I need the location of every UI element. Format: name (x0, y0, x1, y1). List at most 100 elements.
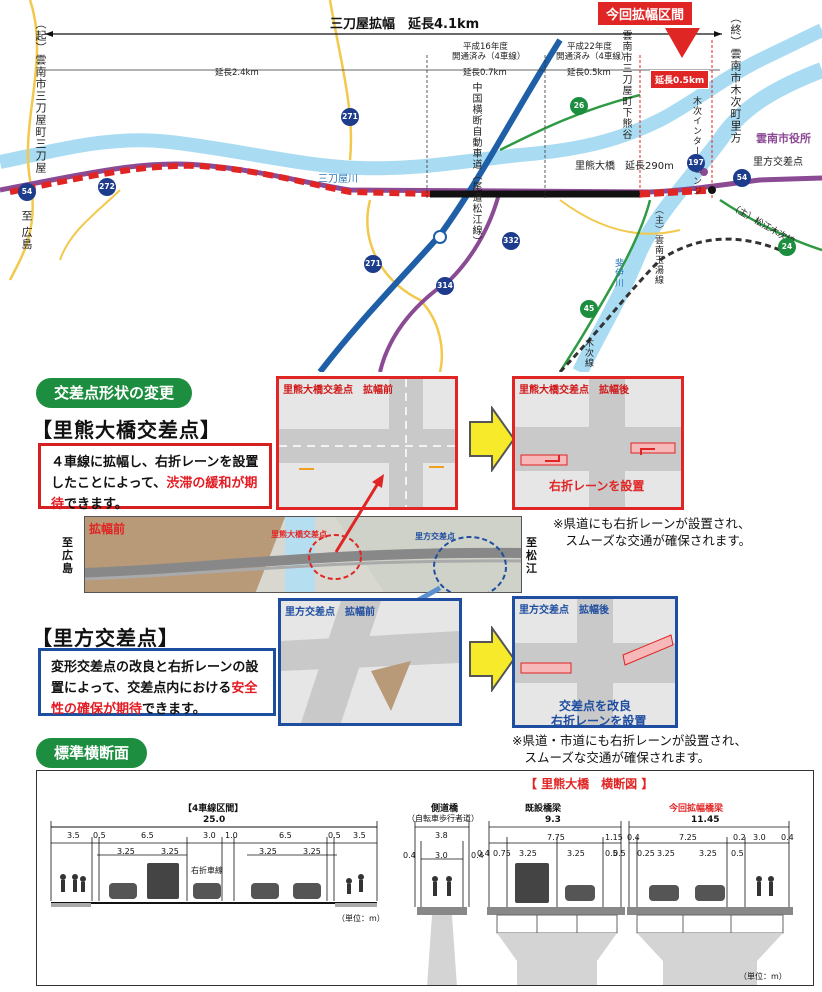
satokata-after-panel: 里方交差点 拡幅後 交差点を改良 右折レーンを設置 (512, 596, 678, 728)
four-lane-total: 25.0 (203, 815, 226, 825)
badge-arrow (665, 28, 700, 58)
side-bridge-sub: （自転車歩行者道） (407, 814, 479, 823)
four-lane-1: 3.25 (117, 847, 135, 856)
four-lane-title: 【4車線区間】 (183, 804, 244, 814)
satokata-arrow (469, 626, 516, 692)
city-hall-dot (700, 168, 708, 176)
new-dim-5: 0.4 (781, 833, 794, 842)
segment-3-status: 開通済み（4車線） (556, 52, 630, 62)
aerial-left-char-2: 広 (62, 549, 73, 562)
route-314: 314 (436, 277, 454, 295)
hii-river-label: 斐伊川 (613, 258, 623, 288)
current-section-badge: 今回拡幅区間 (598, 2, 693, 25)
kisuki-line-label: 木次線 (583, 338, 593, 368)
aerial-label: 拡幅前 (89, 522, 126, 536)
four-dim-3: 6.5 (141, 831, 154, 840)
route-271-north: 271 (341, 108, 359, 126)
unit-left: （単位：m） (337, 914, 385, 923)
existing-total: 9.3 (545, 815, 561, 825)
new-lane-2: 3.25 (699, 849, 717, 858)
start-point-label: （起）雲南市三刀屋町三刀屋 (34, 18, 47, 174)
satokuma-desc-text-2: できます。 (64, 497, 128, 512)
four-lane-4: 3.25 (303, 847, 321, 856)
existing-title: 既設橋梁 (525, 804, 562, 814)
four-dim-4: 3.0 (203, 831, 216, 840)
road-yellow-3 (366, 199, 444, 372)
to-hiroshima-label: 至 広島 (20, 210, 33, 251)
new-bridge-total: 11.45 (691, 815, 720, 825)
road-green-45 (558, 199, 652, 372)
road-yellow-2 (328, 0, 353, 161)
satokata-desc-highlight: 安全性の確保が期待 (51, 681, 258, 717)
four-dim-5: 1.0 (225, 831, 238, 840)
aerial-label-right: 至 松 江 (526, 536, 537, 575)
cross-section-drawing (50, 821, 793, 985)
side-total: 3.8 (435, 831, 448, 840)
satokata-after-drawing (515, 599, 675, 725)
road-green-26 (499, 93, 641, 152)
segment-2-length: 延長0.7km (463, 68, 507, 78)
aerial-left-char-1: 至 (62, 536, 73, 549)
four-dim-6: 6.5 (279, 831, 292, 840)
aerial-left-char-3: 島 (62, 562, 73, 575)
four-lane-2: 3.25 (161, 847, 179, 856)
segment-1-length: 延長2.4km (215, 68, 259, 78)
satokata-desc-text-1: 変形交差点の改良と右折レーンの設置によって、交差点内における (51, 660, 259, 696)
satokata-title: 【里方交差点】 (32, 626, 179, 650)
existing-small-3: 0.5 (605, 849, 618, 858)
side-edge-left: 0.4 (403, 851, 416, 860)
satokuma-after-label: 里熊大橋交差点 拡幅後 (519, 385, 629, 396)
new-lane-1: 3.25 (657, 849, 675, 858)
satokata-note: ※県道・市道にも右折レーンが設置され、 スムーズな交通が確保されます。 (512, 733, 747, 765)
side-edge-right: 0.4 (471, 851, 484, 860)
road-yellow-4 (59, 189, 121, 261)
aerial-satokuma-label: 里熊大橋交差点 (271, 530, 327, 539)
existing-dim-2: 1.15 (605, 833, 623, 842)
intersection-section-pill: 交差点形状の変更 (36, 378, 193, 408)
road-yellow-1 (8, 0, 39, 281)
route-current-red (639, 186, 713, 198)
satokuma-desc-text-1: ４車線に拡幅し、右折レーンを設置したことによって、 (51, 455, 259, 491)
road-green-24 (719, 198, 822, 252)
satokata-xing-label: 里方交差点 (753, 157, 803, 168)
satokata-after-label: 里方交差点 拡幅後 (519, 605, 609, 616)
satokuma-note: ※県道にも右折レーンが設置され、 スムーズな交通が確保されます。 (553, 516, 752, 548)
satokuma-desc-highlight: 渋滞の緩和が期待 (51, 476, 258, 512)
route-dashed-red (9, 162, 431, 197)
current-length-badge: 延長0.5km (650, 70, 710, 89)
four-lane-3: 3.25 (259, 847, 277, 856)
route-54-west: 54 (18, 183, 36, 201)
existing-small-4: 0.5 (613, 849, 626, 858)
map-drawing (0, 0, 822, 372)
satokata-caption-2: 右折レーンを設置 (551, 714, 647, 728)
cross-section-pill: 標準横断面 (36, 738, 148, 768)
new-small-1: 0.25 (637, 849, 655, 858)
bridge-cross-title: 【 里熊大橋 横断図 】 (525, 777, 654, 791)
unnan-tamayu-label: （主）雲南玉湯線 (653, 205, 663, 285)
aerial-satokata-label: 里方交差点 (415, 532, 455, 541)
satokuma-before-label: 里熊大橋交差点 拡幅前 (283, 385, 393, 396)
side-bridge-title: 側道橋 (431, 804, 459, 814)
new-dim-4: 3.0 (753, 833, 766, 842)
satokata-description: 変形交差点の改良と右折レーンの設置によって、交差点内における安全性の確保が期待で… (38, 648, 276, 717)
existing-small-1: 0.4 (477, 849, 490, 858)
existing-small-2: 0.75 (493, 849, 511, 858)
segment-3-year: 平成22年度 (567, 42, 612, 52)
expressway-label: 中国横断自動車道（尾道松江線） (470, 82, 481, 247)
new-small-2: 0.5 (731, 849, 744, 858)
existing-lane-2: 3.25 (567, 849, 585, 858)
new-dim-2: 7.25 (679, 833, 697, 842)
route-272: 272 (98, 178, 116, 196)
aerial-right-char-3: 江 (526, 562, 537, 575)
route-332: 332 (502, 232, 520, 250)
location-map: 三刀屋拡幅 延長4.1km 今回拡幅区間 延長0.5km 延長2.4km 平成1… (0, 0, 822, 372)
kisuki-line (558, 237, 781, 372)
route-24: 24 (778, 238, 796, 256)
satokata-before-label: 里方交差点 拡幅前 (285, 607, 375, 618)
satokuma-arrow (469, 406, 516, 472)
satokata-caption-1: 交差点を改良 (559, 699, 632, 713)
satokata-before-drawing (281, 601, 459, 723)
end-point-label: （終）雲南市木次町里方 (729, 12, 742, 144)
cross-section-box: 【 里熊大橋 横断図 】 【4車線区間】 25.0 3.5 0.5 6.5 3.… (36, 770, 814, 986)
new-dim-1: 0.4 (627, 833, 640, 842)
